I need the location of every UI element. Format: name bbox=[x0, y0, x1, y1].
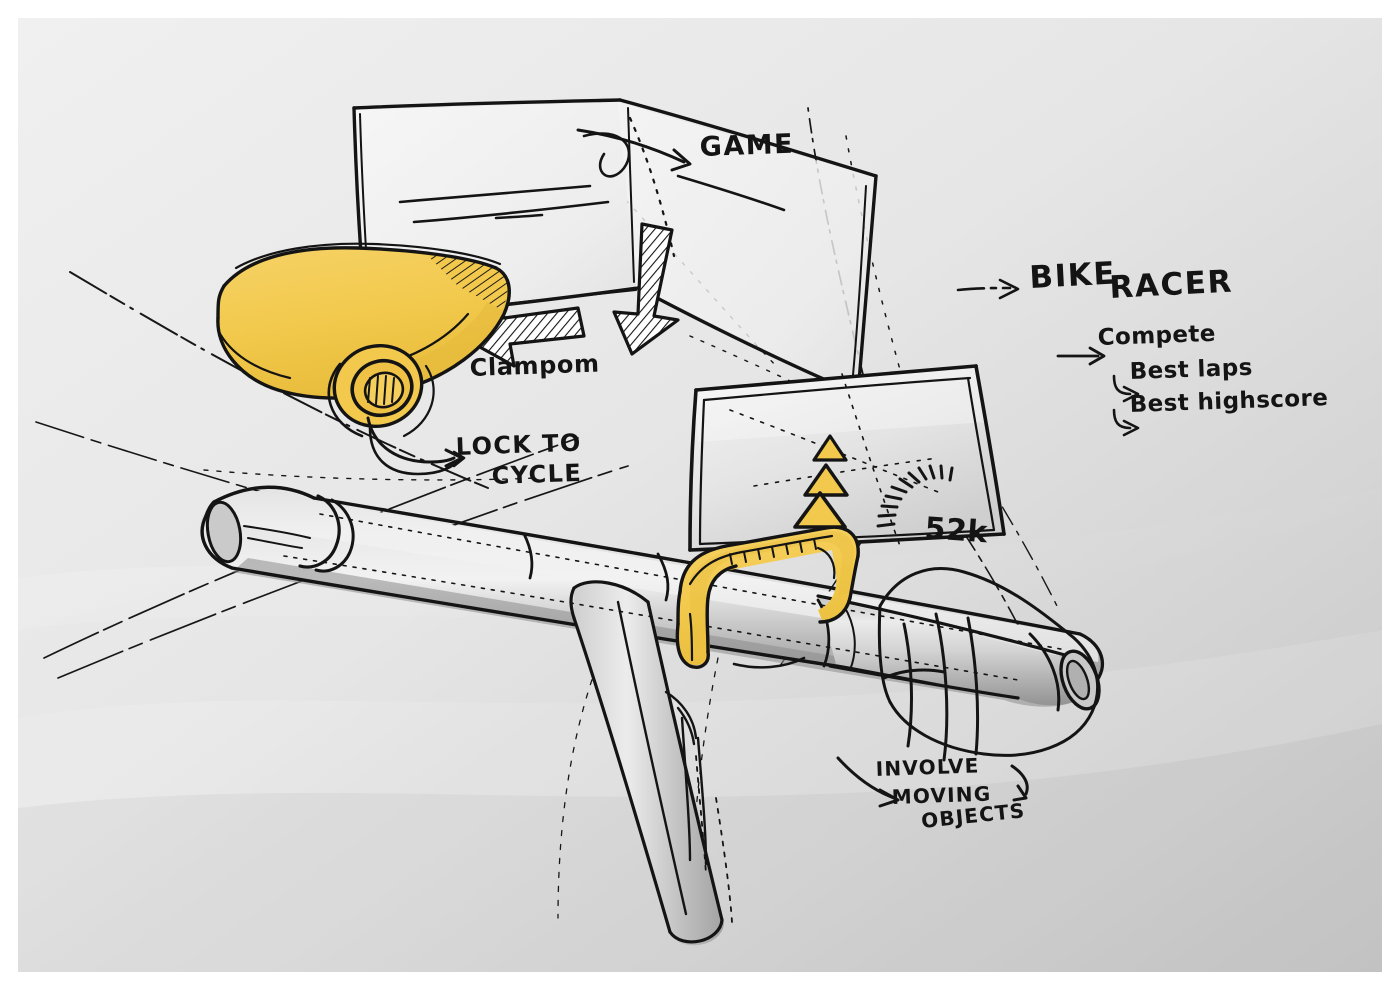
block-arrow-down bbox=[612, 222, 680, 356]
mount-cradle-yellow bbox=[216, 242, 511, 476]
label-best-laps: Best laps bbox=[1129, 355, 1253, 385]
label-compete: Compete bbox=[1097, 321, 1216, 351]
arrow-compete bbox=[1056, 346, 1106, 366]
callout-arrows bbox=[366, 128, 1140, 808]
label-game: GAME bbox=[699, 129, 794, 163]
label-moving: MOVING bbox=[891, 782, 991, 809]
arrow-to-game bbox=[576, 128, 692, 172]
handlebar-tube bbox=[199, 485, 1105, 946]
sketch-canvas: 52k bbox=[18, 18, 1382, 972]
mounted-screen: 52k bbox=[688, 364, 1006, 552]
label-cycle: CYCLE bbox=[491, 459, 582, 490]
screen-reflection-lines bbox=[398, 174, 786, 224]
arrow-to-lock-to-cycle bbox=[366, 416, 464, 468]
label-involve: INVOLVE bbox=[875, 753, 980, 781]
handlebar-clamp-yellow bbox=[675, 525, 860, 669]
arrow-hand-hook bbox=[1010, 764, 1029, 802]
handlebar-left-grip bbox=[205, 494, 355, 573]
handlebar-right-grip bbox=[816, 594, 1101, 711]
arrow-best-highscore bbox=[1112, 408, 1140, 437]
mount-clamp-ring bbox=[327, 343, 435, 438]
label-racer: RACER bbox=[1109, 264, 1234, 306]
hud-obstacle-3 bbox=[793, 491, 847, 529]
label-clampon: Clampom bbox=[469, 349, 600, 382]
label-lock-to: LOCK TO bbox=[455, 429, 582, 461]
arrow-to-bike-racer bbox=[956, 278, 1020, 300]
hud-speed-gauge bbox=[876, 464, 954, 528]
arrow-best-laps bbox=[1112, 374, 1140, 403]
rider-hand bbox=[877, 567, 1100, 762]
label-bike: BIKE bbox=[1029, 255, 1118, 295]
annotation-labels: GAME Clampom LOCK TO CYCLE BIKE RACER Co… bbox=[455, 129, 1328, 833]
hud-obstacle-2 bbox=[803, 463, 849, 497]
clamp-ribbed-top bbox=[729, 538, 817, 565]
handlebar-stem bbox=[569, 580, 733, 946]
hud-speed-label: 52k bbox=[923, 511, 989, 550]
hud-obstacle-1 bbox=[812, 434, 848, 462]
arrow-to-involve bbox=[836, 756, 900, 808]
handlebar-collar bbox=[522, 532, 670, 602]
